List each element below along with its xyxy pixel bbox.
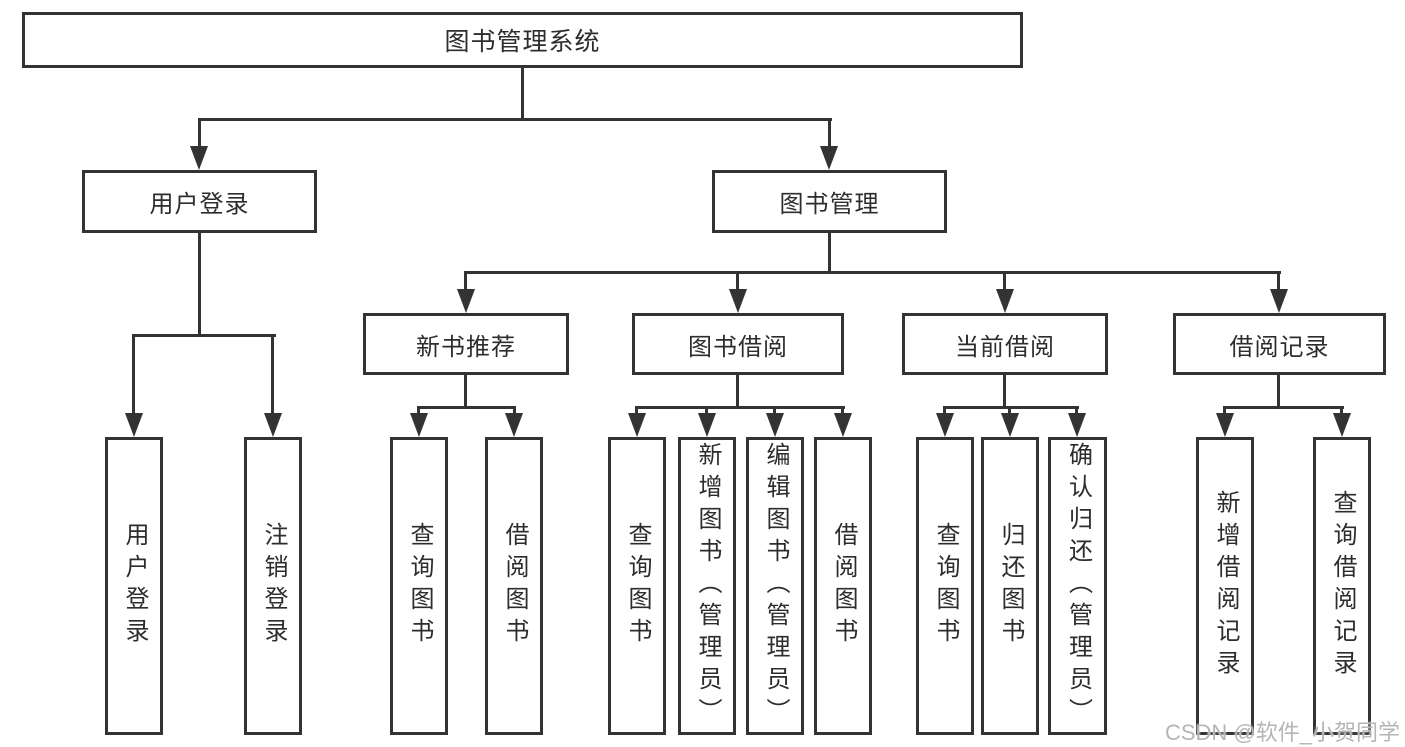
connector-drop: [417, 406, 420, 416]
connector-drop: [1075, 406, 1078, 416]
node-leaf-label: 新增图书（管理员）: [694, 442, 721, 730]
connector-drop-user-login: [198, 118, 201, 152]
node-leaf-label: 归还图书: [997, 522, 1024, 650]
node-leaf-label: 查询图书: [406, 522, 433, 650]
arrow-down-icon: [729, 289, 747, 313]
node-leaf-user-login: 用户登录: [105, 437, 163, 735]
connector-drop-logout-leaf: [271, 334, 274, 416]
node-new-book-recommend-label: 新书推荐: [416, 333, 516, 361]
connector-drop-new-book: [464, 271, 467, 291]
arrow-down-icon: [125, 413, 143, 437]
node-leaf-logout: 注销登录: [244, 437, 302, 735]
node-leaf-label: 用户登录: [121, 522, 148, 650]
node-leaf-return-book: 归还图书: [981, 437, 1039, 735]
connector-drop: [1008, 406, 1011, 416]
node-book-management: 图书管理: [712, 170, 947, 233]
connector-drop-borrow-records: [1277, 271, 1280, 291]
node-leaf-query-books-current: 查询图书: [916, 437, 974, 735]
arrow-down-icon: [834, 413, 852, 437]
node-user-login-label: 用户登录: [149, 191, 250, 218]
connector-group0-stem: [464, 375, 467, 409]
arrow-down-icon: [996, 289, 1014, 313]
node-book-management-label: 图书管理: [779, 191, 880, 218]
connector-drop: [943, 406, 946, 416]
node-leaf-label: 借阅图书: [501, 522, 528, 650]
node-leaf-label: 注销登录: [260, 522, 287, 650]
arrow-down-icon: [1333, 413, 1351, 437]
arrow-down-icon: [1068, 413, 1086, 437]
arrow-down-icon: [190, 146, 208, 170]
connector-group1-branch: [635, 406, 845, 409]
connector-drop-current-borrow: [1003, 271, 1006, 291]
node-current-borrow: 当前借阅: [902, 313, 1108, 375]
node-leaf-label: 确认归还（管理员）: [1064, 442, 1092, 730]
connector-drop: [705, 406, 708, 416]
watermark: CSDN @软件_小贺同学: [1164, 720, 1400, 745]
arrow-down-icon: [264, 413, 282, 437]
connector-drop: [1340, 406, 1343, 416]
arrow-down-icon: [628, 413, 646, 437]
node-leaf-query-books-recommend: 查询图书: [390, 437, 448, 735]
connector-drop: [513, 406, 516, 416]
connector-drop-book-management: [828, 118, 831, 152]
node-user-login: 用户登录: [82, 170, 317, 233]
node-leaf-confirm-return-admin: 确认归还（管理员）: [1048, 437, 1107, 735]
arrow-down-icon: [936, 413, 954, 437]
node-leaf-label: 借阅图书: [830, 522, 857, 650]
connector-drop: [841, 406, 844, 416]
node-root-system: 图书管理系统: [22, 12, 1023, 68]
node-root-system-label: 图书管理系统: [444, 28, 601, 56]
arrow-down-icon: [766, 413, 784, 437]
connector-group3-stem: [1277, 375, 1280, 409]
node-leaf-add-book-admin: 新增图书（管理员）: [678, 437, 736, 735]
arrow-down-icon: [457, 289, 475, 313]
arrow-down-icon: [505, 413, 523, 437]
node-book-borrow: 图书借阅: [632, 313, 844, 375]
node-borrow-records: 借阅记录: [1173, 313, 1386, 375]
connector-drop: [635, 406, 638, 416]
arrow-down-icon: [1216, 413, 1234, 437]
connector-management-stem: [828, 233, 831, 271]
node-leaf-borrow-books-recommend: 借阅图书: [485, 437, 543, 735]
node-leaf-label: 新增借阅记录: [1212, 490, 1239, 682]
connector-login-stem: [198, 233, 201, 335]
connector-group2-branch: [943, 406, 1079, 409]
connector-drop-login-leaf: [132, 334, 135, 416]
connector-group3-branch: [1223, 406, 1344, 409]
node-leaf-add-borrow-record: 新增借阅记录: [1196, 437, 1254, 735]
arrow-down-icon: [698, 413, 716, 437]
node-leaf-query-books-borrow: 查询图书: [608, 437, 666, 735]
node-leaf-label: 编辑图书（管理员）: [762, 442, 789, 730]
connector-management-branch: [464, 271, 1281, 274]
connector-root-stem: [521, 68, 524, 118]
connector-group2-stem: [1003, 375, 1006, 409]
connector-group1-stem: [736, 375, 739, 409]
arrow-down-icon: [1270, 289, 1288, 313]
arrow-down-icon: [820, 146, 838, 170]
node-book-borrow-label: 图书借阅: [688, 333, 788, 361]
node-leaf-label: 查询图书: [624, 522, 651, 650]
connector-drop-book-borrow: [736, 271, 739, 291]
node-leaf-label: 查询借阅记录: [1329, 490, 1356, 682]
arrow-down-icon: [410, 413, 428, 437]
node-leaf-query-borrow-record: 查询借阅记录: [1313, 437, 1371, 735]
node-leaf-label: 查询图书: [932, 522, 959, 650]
node-new-book-recommend: 新书推荐: [363, 313, 569, 375]
node-leaf-edit-book-admin: 编辑图书（管理员）: [746, 437, 804, 735]
node-leaf-borrow-books: 借阅图书: [814, 437, 872, 735]
connector-login-branch: [132, 334, 276, 337]
connector-drop: [773, 406, 776, 416]
connector-root-branch: [198, 118, 832, 121]
node-current-borrow-label: 当前借阅: [955, 333, 1055, 361]
connector-drop: [1223, 406, 1226, 416]
arrow-down-icon: [1001, 413, 1019, 437]
connector-group0-branch: [417, 406, 516, 409]
node-borrow-records-label: 借阅记录: [1229, 333, 1330, 361]
